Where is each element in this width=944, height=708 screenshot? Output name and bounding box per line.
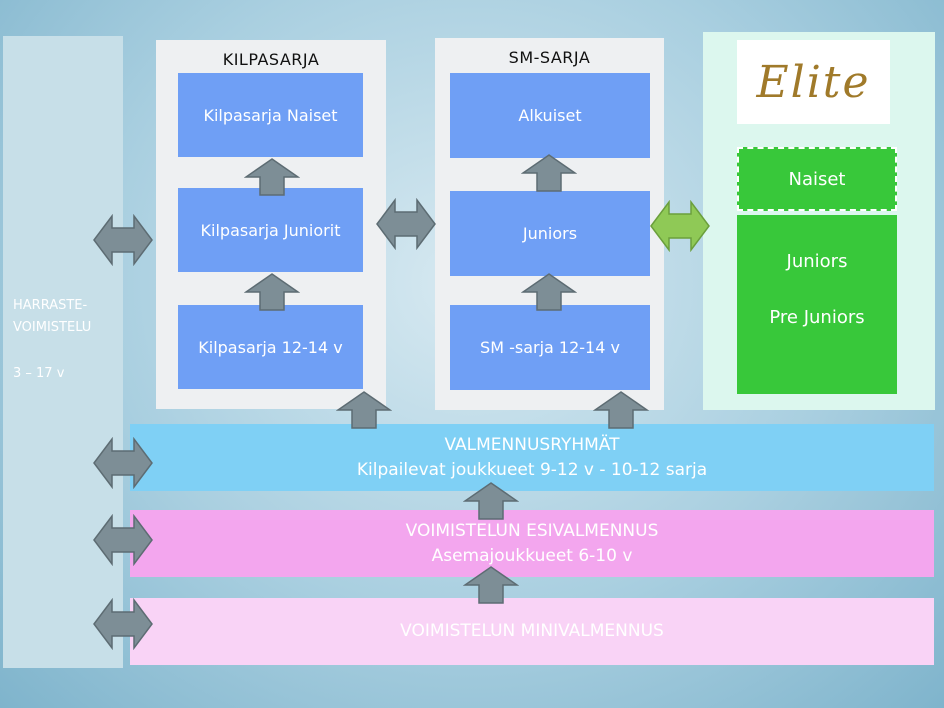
sm-alkuiset-box: Alkuiset xyxy=(450,73,650,158)
sm-12-14-box: SM -sarja 12-14 v xyxy=(450,305,650,390)
harraste-age: 3 – 17 v xyxy=(13,366,65,381)
minivalmennus-band: VOIMISTELUN MINIVALMENNUS xyxy=(130,598,934,665)
elite-juniors-label: Juniors xyxy=(786,251,848,272)
double-arrow-left-1 xyxy=(93,214,153,266)
sm-juniors-box: Juniors xyxy=(450,191,650,276)
esivalmennus-band: VOIMISTELUN ESIVALMENNUS Asemajoukkueet … xyxy=(130,510,934,577)
double-arrow-kilpa-sm xyxy=(376,198,436,250)
up-arrow-kilpa-1 xyxy=(244,158,300,196)
up-arrow-sm-1 xyxy=(521,154,577,192)
elite-logo: Elite xyxy=(737,40,890,124)
double-arrow-left-2 xyxy=(93,437,153,489)
elite-juniors-box: Juniors Pre Juniors xyxy=(737,215,897,394)
kilpasarja-naiset-box: Kilpasarja Naiset xyxy=(178,73,363,157)
up-arrow-band-1 xyxy=(463,482,519,520)
up-arrow-sm-bottom xyxy=(593,391,649,429)
sm-sarja-title: SM-SARJA xyxy=(508,48,591,67)
harraste-column: HARRASTE- VOIMISTELU 3 – 17 v xyxy=(3,36,123,668)
double-arrow-sm-elite xyxy=(650,200,710,252)
double-arrow-left-4 xyxy=(93,598,153,650)
esivalmennus-title: VOIMISTELUN ESIVALMENNUS xyxy=(405,520,659,541)
up-arrow-kilpa-2 xyxy=(244,273,300,311)
elite-logo-text: Elite xyxy=(756,56,871,108)
up-arrow-band-2 xyxy=(463,566,519,604)
harraste-title-line2: VOIMISTELU xyxy=(13,320,92,335)
minivalmennus-title: VOIMISTELUN MINIVALMENNUS xyxy=(400,621,664,641)
kilpasarja-juniorit-box: Kilpasarja Juniorit xyxy=(178,188,363,272)
elite-naiset-label: Naiset xyxy=(788,168,846,190)
elite-pre-juniors-label: Pre Juniors xyxy=(769,307,865,328)
up-arrow-sm-2 xyxy=(521,273,577,311)
valmennusryhmat-band: VALMENNUSRYHMÄT Kilpailevat joukkueet 9-… xyxy=(130,424,934,491)
valmennus-subtitle: Kilpailevat joukkueet 9-12 v - 10-12 sar… xyxy=(356,459,708,480)
elite-naiset-box: Naiset xyxy=(737,147,897,211)
kilpasarja-title: KILPASARJA xyxy=(222,50,320,69)
double-arrow-left-3 xyxy=(93,514,153,566)
valmennus-title: VALMENNUSRYHMÄT xyxy=(444,434,620,455)
harraste-title-line1: HARRASTE- xyxy=(13,298,88,313)
esivalmennus-subtitle: Asemajoukkueet 6-10 v xyxy=(431,545,633,566)
up-arrow-kilpa-bottom xyxy=(336,391,392,429)
kilpasarja-12-14-box: Kilpasarja 12-14 v xyxy=(178,305,363,389)
